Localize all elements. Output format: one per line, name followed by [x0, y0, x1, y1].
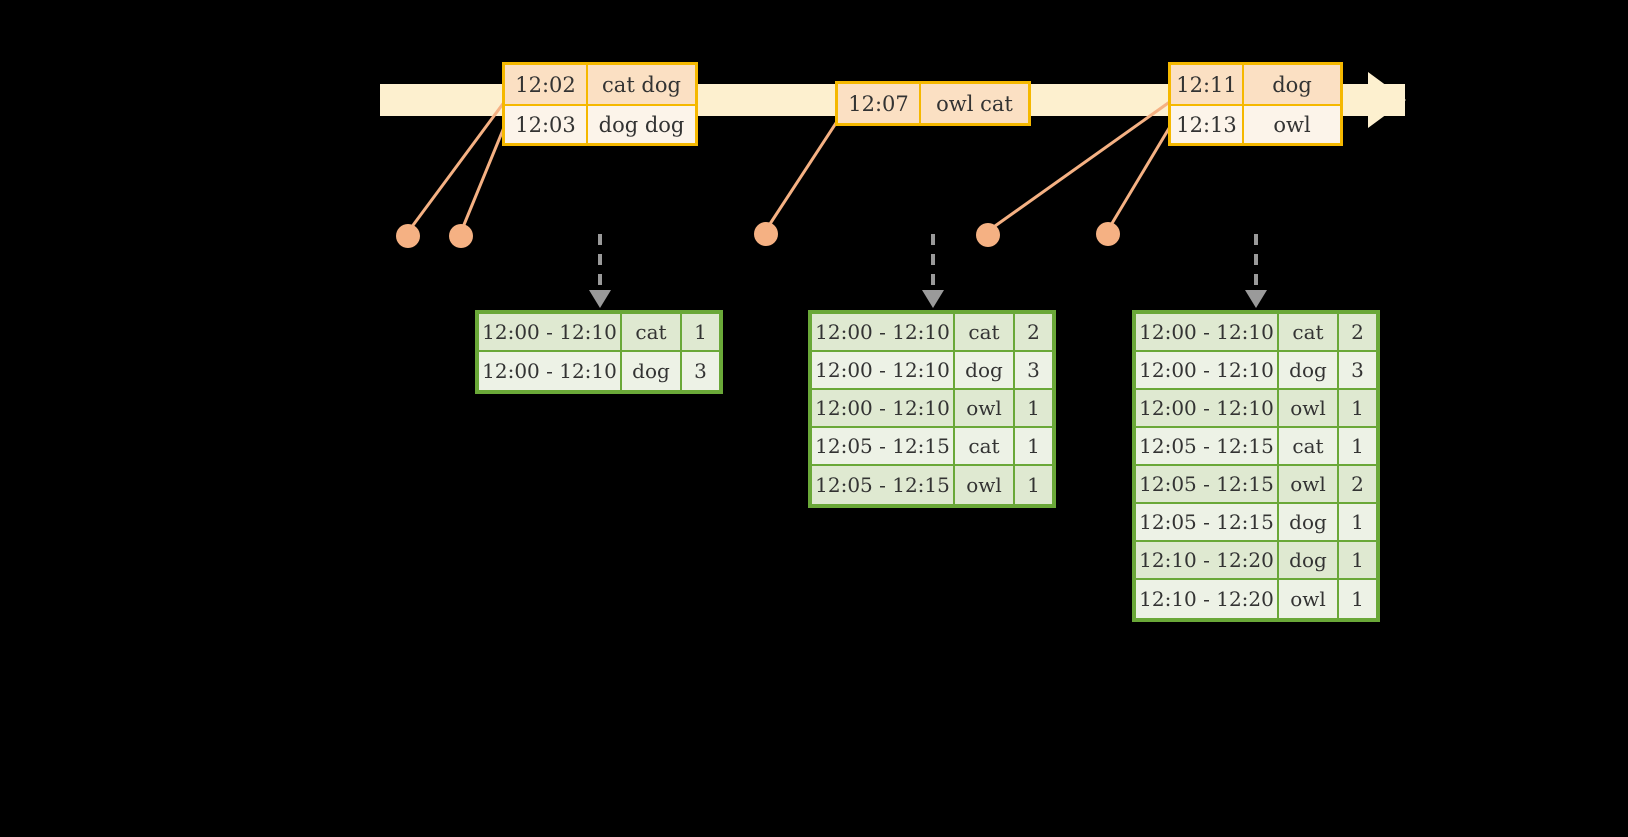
table-cell-count: 1	[1339, 428, 1376, 466]
event-words: owl cat	[921, 84, 1028, 123]
event-words: dog	[1244, 65, 1340, 104]
table-cell-count: 1	[1339, 390, 1376, 428]
event-words: dog dog	[588, 106, 695, 143]
table-cell-window: 12:05 - 12:15	[1136, 428, 1279, 466]
table-cell-key: owl	[1279, 580, 1339, 618]
table-cell-count: 1	[1339, 580, 1376, 618]
event-row: 12:07 owl cat	[838, 84, 1028, 123]
timeline-arrowhead-icon	[1368, 72, 1406, 128]
table-cell-count: 1	[1015, 466, 1052, 504]
table-cell-window: 12:05 - 12:15	[812, 466, 955, 504]
table-cell-window: 12:05 - 12:15	[812, 428, 955, 466]
table-cell-count: 1	[1015, 390, 1052, 428]
table-cell-count: 1	[682, 314, 719, 352]
timeline-event-box-1: 12:02 cat dog 12:03 dog dog	[502, 62, 698, 146]
event-time: 12:11	[1171, 65, 1244, 104]
table-cell-window: 12:10 - 12:20	[1136, 542, 1279, 580]
event-row: 12:02 cat dog	[505, 65, 695, 104]
connector-dot	[396, 224, 420, 248]
table-cell-key: cat	[622, 314, 682, 352]
connector-dot	[449, 224, 473, 248]
timeline-event-box-3: 12:11 dog 12:13 owl	[1168, 62, 1343, 146]
connector-dot	[976, 223, 1000, 247]
table-cell-window: 12:00 - 12:10	[479, 314, 622, 352]
table-cell-key: owl	[1279, 466, 1339, 504]
event-row: 12:03 dog dog	[505, 104, 695, 143]
table-cell-key: dog	[1279, 352, 1339, 390]
event-words: cat dog	[588, 65, 695, 104]
table-cell-key: cat	[1279, 428, 1339, 466]
table-cell-count: 2	[1015, 314, 1052, 352]
table-cell-key: owl	[1279, 390, 1339, 428]
table-cell-key: dog	[622, 352, 682, 390]
table-cell-count: 1	[1015, 428, 1052, 466]
table-cell-window: 12:00 - 12:10	[812, 352, 955, 390]
connector-dot	[1096, 222, 1120, 246]
table-cell-count: 2	[1339, 466, 1376, 504]
table-cell-key: cat	[955, 428, 1015, 466]
table-cell-key: dog	[955, 352, 1015, 390]
event-row: 12:11 dog	[1171, 65, 1340, 104]
table-cell-key: cat	[1279, 314, 1339, 352]
event-time: 12:03	[505, 106, 588, 143]
table-cell-key: cat	[955, 314, 1015, 352]
table-cell-window: 12:00 - 12:10	[1136, 314, 1279, 352]
event-time: 12:02	[505, 65, 588, 104]
table-cell-count: 3	[1015, 352, 1052, 390]
table-cell-window: 12:00 - 12:10	[479, 352, 622, 390]
event-time: 12:13	[1171, 106, 1244, 143]
table-cell-window: 12:00 - 12:10	[1136, 352, 1279, 390]
table-cell-window: 12:00 - 12:10	[812, 390, 955, 428]
event-time: 12:07	[838, 84, 921, 123]
table-cell-window: 12:05 - 12:15	[1136, 466, 1279, 504]
table-cell-key: dog	[1279, 542, 1339, 580]
table-cell-key: dog	[1279, 504, 1339, 542]
table-cell-count: 1	[1339, 542, 1376, 580]
timeline-event-box-2: 12:07 owl cat	[835, 81, 1031, 126]
table-cell-key: owl	[955, 466, 1015, 504]
table-cell-key: owl	[955, 390, 1015, 428]
table-cell-window: 12:10 - 12:20	[1136, 580, 1279, 618]
table-cell-window: 12:05 - 12:15	[1136, 504, 1279, 542]
table-cell-window: 12:00 - 12:10	[1136, 390, 1279, 428]
table-cell-count: 3	[682, 352, 719, 390]
table-cell-count: 1	[1339, 504, 1376, 542]
table-cell-window: 12:00 - 12:10	[812, 314, 955, 352]
event-words: owl	[1244, 106, 1340, 143]
event-row: 12:13 owl	[1171, 104, 1340, 143]
table-cell-count: 3	[1339, 352, 1376, 390]
connector-dot	[754, 222, 778, 246]
table-cell-count: 2	[1339, 314, 1376, 352]
